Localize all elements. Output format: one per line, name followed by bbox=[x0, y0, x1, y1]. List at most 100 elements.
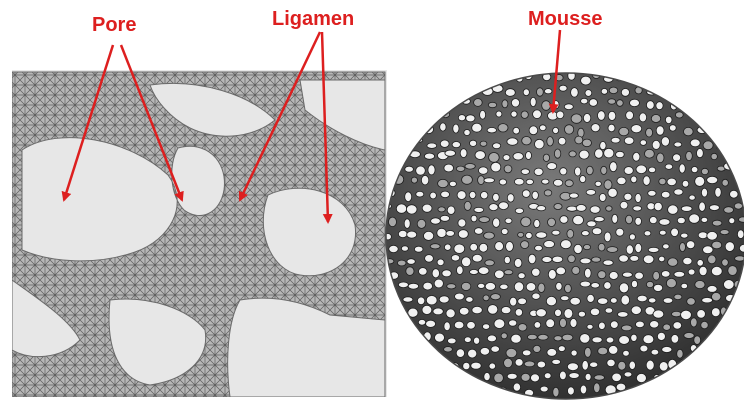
foam-pore bbox=[427, 143, 437, 148]
foam-pore bbox=[608, 188, 617, 197]
foam-pore bbox=[662, 86, 669, 95]
foam-pore bbox=[582, 139, 591, 147]
foam-pore bbox=[395, 386, 404, 392]
foam-pore bbox=[713, 111, 722, 118]
foam-pore bbox=[466, 115, 475, 122]
foam-pore bbox=[677, 349, 683, 358]
foam-pore bbox=[537, 88, 544, 96]
foam-pore bbox=[699, 202, 706, 211]
foam-pore bbox=[475, 151, 485, 160]
foam-pore bbox=[457, 266, 464, 275]
foam-pore bbox=[398, 230, 407, 237]
foam-pore bbox=[475, 385, 484, 395]
foam-pore bbox=[681, 389, 691, 395]
foam-pore bbox=[592, 337, 602, 343]
foam-pore bbox=[472, 123, 482, 132]
foam-pore bbox=[431, 218, 441, 224]
foam-pore bbox=[509, 320, 517, 326]
foam-pore bbox=[438, 207, 445, 212]
foam-pore bbox=[433, 361, 443, 369]
foam-pore bbox=[526, 232, 533, 238]
foam-pore bbox=[417, 297, 424, 305]
foam-pore bbox=[536, 232, 547, 238]
foam-pore bbox=[464, 72, 471, 82]
foam-pore bbox=[540, 125, 547, 131]
foam-pore bbox=[730, 88, 737, 96]
foam-pore bbox=[542, 179, 549, 184]
foam-pore bbox=[598, 271, 606, 279]
foam-pore bbox=[426, 320, 436, 327]
foam-pore bbox=[413, 362, 420, 369]
foam-pore bbox=[562, 334, 573, 341]
foam-pore bbox=[612, 214, 618, 223]
foam-pore bbox=[661, 137, 669, 146]
foam-pore bbox=[659, 178, 666, 185]
foam-pore bbox=[511, 334, 521, 343]
foam-pore bbox=[560, 168, 567, 175]
foam-pore bbox=[582, 361, 588, 371]
foam-pore bbox=[686, 241, 694, 249]
foam-pore bbox=[586, 190, 596, 196]
foam-pore bbox=[554, 149, 560, 158]
foam-pore bbox=[419, 268, 428, 276]
foam-pore bbox=[439, 296, 449, 303]
foam-pore bbox=[617, 100, 624, 107]
foam-pore bbox=[458, 230, 468, 239]
foam-pore bbox=[578, 311, 585, 317]
foam-pore bbox=[514, 178, 524, 185]
foam-pore bbox=[598, 347, 608, 355]
foam-pore bbox=[498, 124, 508, 132]
foam-pore bbox=[585, 90, 592, 97]
foam-pore bbox=[518, 273, 525, 279]
foam-pore bbox=[668, 258, 678, 266]
foam-pore bbox=[450, 387, 461, 396]
foam-pore bbox=[619, 127, 629, 135]
foam-pore bbox=[438, 179, 449, 187]
foam-pore bbox=[506, 242, 514, 252]
foam-pore bbox=[567, 206, 578, 211]
foam-pore bbox=[631, 176, 637, 183]
foam-pore bbox=[408, 335, 416, 342]
foam-pore bbox=[547, 137, 554, 146]
foam-pore bbox=[523, 89, 529, 96]
foam-pore bbox=[701, 168, 708, 174]
foam-pore bbox=[644, 231, 651, 236]
foam-pore bbox=[619, 255, 629, 262]
mousse-label: Mousse bbox=[528, 8, 602, 31]
foam-pore bbox=[646, 281, 653, 287]
foam-pore bbox=[579, 150, 589, 159]
foam-pore bbox=[598, 243, 605, 251]
foam-pore bbox=[504, 256, 510, 263]
foam-pore bbox=[454, 244, 465, 253]
ligamen-label: Ligamen bbox=[272, 8, 354, 31]
foam-pore bbox=[657, 153, 664, 163]
foam-pore bbox=[681, 206, 692, 212]
foam-pore bbox=[700, 112, 709, 118]
foam-pore bbox=[463, 362, 470, 369]
foam-pore bbox=[507, 194, 514, 202]
foam-pore bbox=[659, 384, 667, 391]
foam-pore bbox=[599, 322, 606, 329]
foam-pore bbox=[404, 87, 412, 92]
foam-pore bbox=[651, 115, 660, 123]
foam-pore bbox=[534, 322, 541, 329]
foam-pore bbox=[626, 245, 633, 254]
foam-pore bbox=[518, 298, 527, 305]
foam-pore bbox=[740, 376, 744, 384]
foam-pore bbox=[465, 164, 475, 170]
foam-pore bbox=[569, 151, 576, 157]
foam-pore bbox=[488, 102, 496, 107]
foam-pore bbox=[728, 266, 737, 276]
foam-pore bbox=[585, 347, 592, 357]
foam-pore bbox=[568, 387, 575, 395]
foam-pore bbox=[489, 363, 496, 369]
foam-pore bbox=[681, 310, 692, 319]
foam-pore bbox=[388, 319, 395, 328]
foam-pore bbox=[556, 267, 566, 275]
foam-pore bbox=[546, 296, 556, 305]
foam-pore bbox=[697, 310, 706, 319]
foam-pore bbox=[533, 345, 541, 352]
foam-pore bbox=[651, 349, 659, 355]
foam-pore bbox=[712, 241, 722, 249]
